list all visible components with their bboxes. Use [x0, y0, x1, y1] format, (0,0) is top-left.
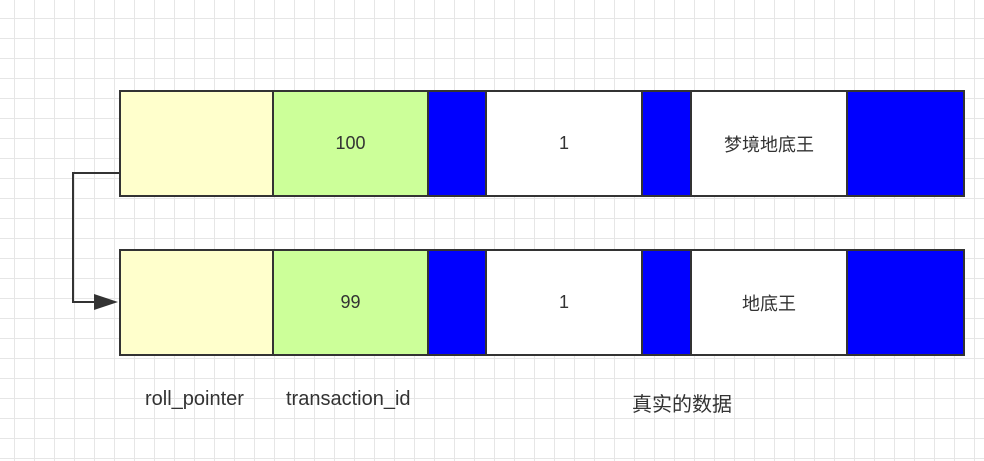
real-data-label: 真实的数据: [632, 394, 732, 416]
separator-block: [848, 249, 965, 356]
transaction-id-cell: 100: [274, 90, 429, 197]
roll-pointer-cell: [119, 249, 274, 356]
undo-record-current: 100 1 梦境地底王: [119, 90, 965, 197]
separator-block: [429, 90, 487, 197]
separator-block: [848, 90, 965, 197]
transaction-id-cell: 99: [274, 249, 429, 356]
data-name-cell: 梦境地底王: [692, 90, 848, 197]
roll-pointer-label: roll_pointer: [145, 388, 244, 410]
separator-block: [643, 90, 692, 197]
data-name-cell: 地底王: [692, 249, 848, 356]
separator-block: [643, 249, 692, 356]
roll-pointer-cell: [119, 90, 274, 197]
transaction-id-label: transaction_id: [286, 388, 411, 410]
undo-record-previous: 99 1 地底王: [119, 249, 965, 356]
separator-block: [429, 249, 487, 356]
data-value-cell: 1: [487, 249, 643, 356]
data-value-cell: 1: [487, 90, 643, 197]
